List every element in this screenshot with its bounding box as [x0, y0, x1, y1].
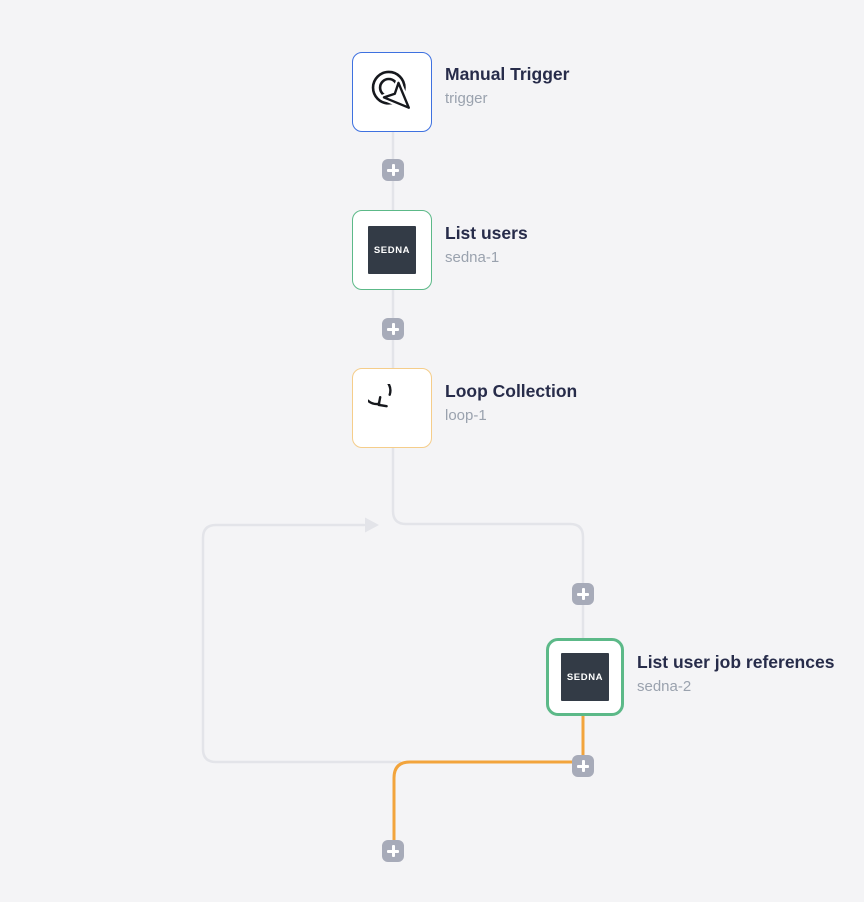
sedna-logo-text: SEDNA	[566, 671, 604, 683]
node-label-manual-trigger: Manual Trigger trigger	[445, 63, 569, 108]
node-loop-collection[interactable]	[352, 368, 432, 448]
add-step-button-2[interactable]	[382, 318, 404, 340]
node-label-loop: Loop Collection loop-1	[445, 380, 577, 425]
plus-icon	[387, 845, 399, 857]
wire-loop-to-sedna2	[391, 445, 585, 642]
wire-loop-exit-orange	[392, 712, 585, 854]
node-subtitle: loop-1	[445, 407, 487, 424]
manual-trigger-icon	[371, 70, 413, 111]
sedna-logo: SEDNA	[561, 653, 609, 701]
add-step-button-3[interactable]	[572, 583, 594, 605]
add-step-button-5[interactable]	[382, 840, 404, 862]
sedna-logo: SEDNA	[368, 226, 416, 274]
node-title: Loop Collection	[445, 381, 578, 401]
add-step-button-4[interactable]	[572, 755, 594, 777]
node-title: List users	[445, 223, 528, 243]
node-manual-trigger[interactable]	[352, 52, 432, 132]
node-subtitle: sedna-2	[637, 678, 692, 695]
node-label-sedna-2: List user job references sedna-2	[637, 651, 834, 696]
node-sedna-2[interactable]: SEDNA	[546, 638, 624, 716]
sedna-logo-text: SEDNA	[373, 244, 411, 256]
node-sedna-1[interactable]: SEDNA	[352, 210, 432, 290]
plus-icon	[387, 323, 399, 335]
node-subtitle: sedna-1	[445, 249, 500, 266]
loop-icon	[368, 384, 392, 408]
loop-back-arrowhead-icon	[365, 517, 379, 533]
wire-loop-back	[201, 523, 402, 764]
node-subtitle: trigger	[445, 90, 488, 107]
node-title: List user job references	[637, 652, 835, 672]
node-label-sedna-1: List users sedna-1	[445, 222, 528, 267]
plus-icon	[577, 588, 589, 600]
plus-icon	[577, 760, 589, 772]
plus-icon	[387, 164, 399, 176]
node-title: Manual Trigger	[445, 64, 570, 84]
add-step-button-1[interactable]	[382, 159, 404, 181]
